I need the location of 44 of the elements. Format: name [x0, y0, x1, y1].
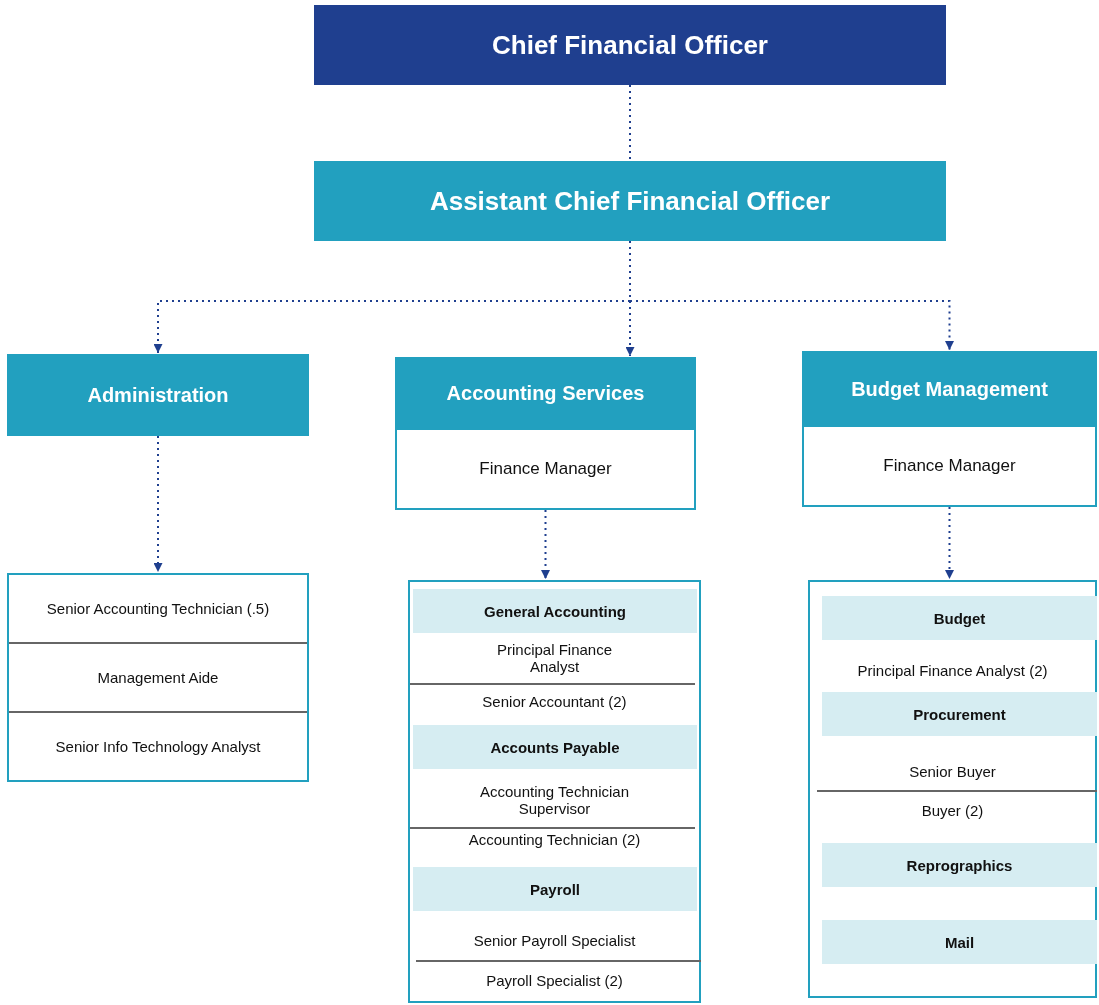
- section-title: General Accounting: [484, 602, 626, 620]
- section-title: Accounts Payable: [490, 738, 620, 756]
- staff-list-box: [7, 573, 309, 782]
- role-box: [314, 5, 946, 85]
- department-title: Budget Management: [851, 377, 1048, 401]
- department-card: [802, 351, 1097, 507]
- section-band: [413, 867, 697, 911]
- section-band: [413, 589, 697, 633]
- staff-title: Senior Buyer: [909, 762, 996, 780]
- role-title: Assistant Chief Financial Officer: [429, 185, 831, 217]
- staff-title: Senior Accounting Technician (.5): [46, 600, 270, 617]
- staff-title: Senior Payroll Specialist: [473, 931, 636, 949]
- section-title: Procurement: [913, 705, 1006, 723]
- manager-title: Finance Manager: [479, 459, 612, 479]
- section-container: [408, 580, 701, 1003]
- section-container: [808, 580, 1097, 998]
- staff-title: Buyer (2): [921, 801, 984, 819]
- staff-title: Principal Finance Analyst: [495, 641, 614, 675]
- section-band: [822, 843, 1097, 887]
- department-card: [395, 357, 696, 510]
- section-title: Mail: [944, 933, 975, 951]
- staff-title: Payroll Specialist (2): [486, 971, 623, 989]
- connector-arrow: [153, 435, 163, 573]
- department-title: Accounting Services: [446, 382, 645, 405]
- department-box: [7, 354, 309, 436]
- connector-arrow: [945, 506, 954, 580]
- section-band: [822, 692, 1097, 736]
- section-title: Reprographics: [906, 856, 1013, 874]
- section-band: [822, 920, 1097, 964]
- staff-title: Management Aide: [97, 669, 219, 686]
- role-title: Chief Financial Officer: [492, 29, 768, 61]
- staff-title: Accounting Technician (2): [468, 830, 641, 848]
- section-title: Budget: [933, 609, 986, 627]
- manager-title: Finance Manager: [883, 456, 1016, 476]
- section-band: [822, 596, 1097, 640]
- staff-title: Accounting Technician Supervisor: [479, 783, 630, 817]
- connector-arrow: [541, 509, 550, 580]
- section-title: Payroll: [530, 880, 580, 898]
- staff-title: Senior Info Technology Analyst: [55, 738, 261, 755]
- staff-title: Principal Finance Analyst (2): [857, 661, 1048, 679]
- department-title: Administration: [87, 383, 229, 407]
- staff-title: Senior Accountant (2): [482, 692, 627, 710]
- section-band: [413, 725, 697, 769]
- role-box: [314, 161, 946, 241]
